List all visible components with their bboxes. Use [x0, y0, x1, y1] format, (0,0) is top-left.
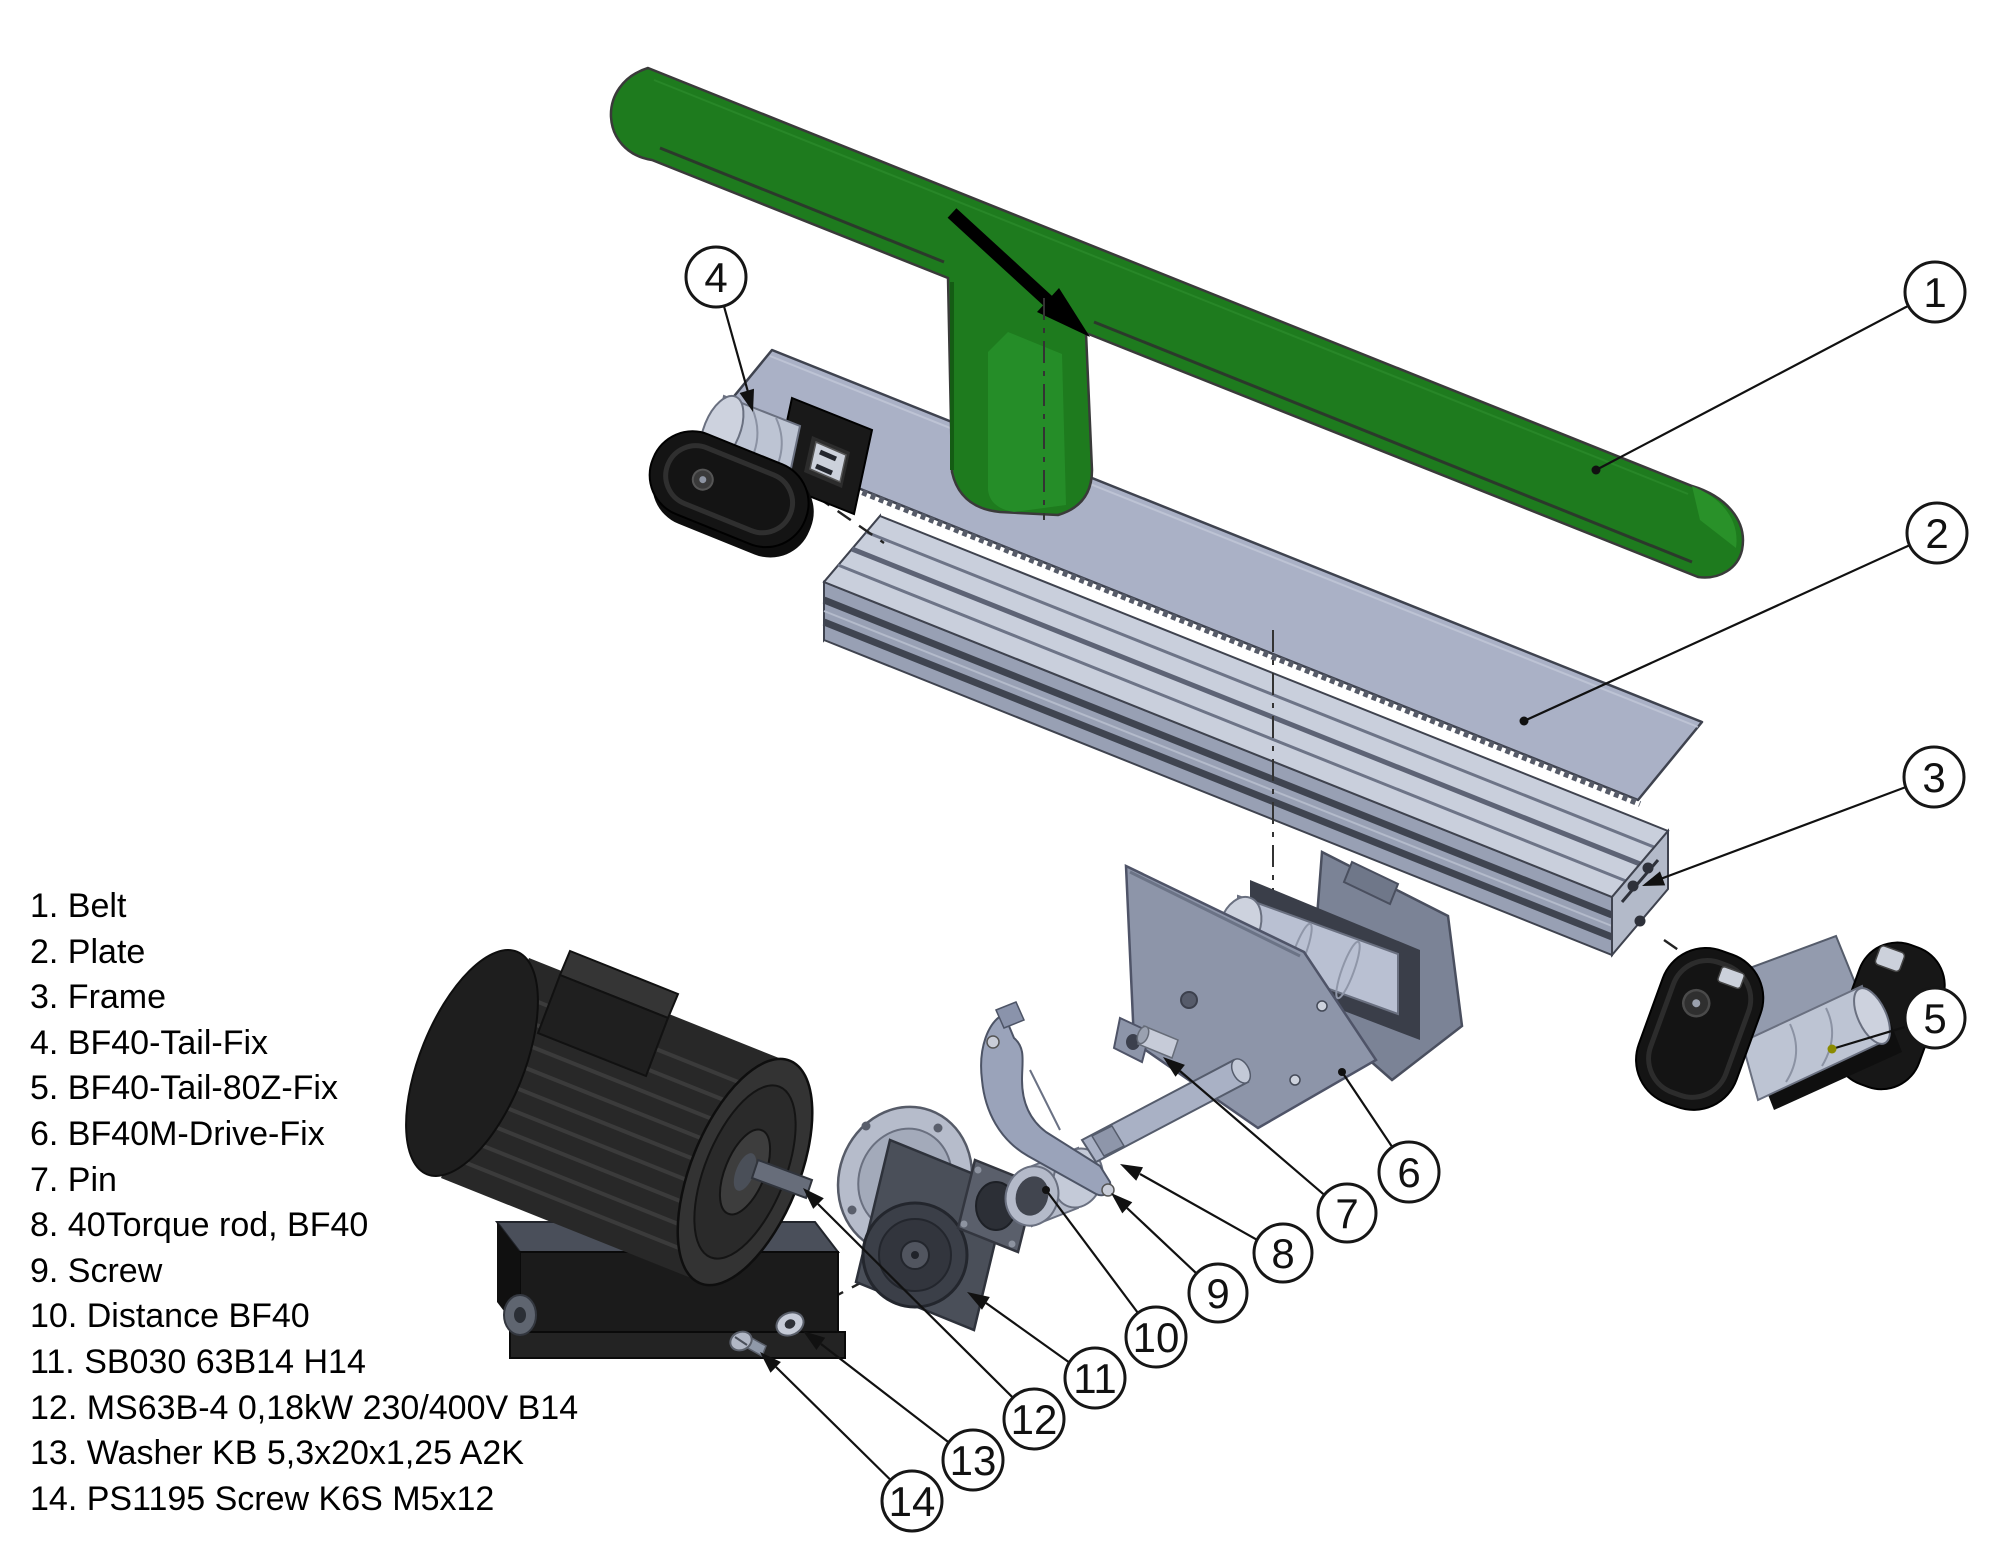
leader-1: [1591, 305, 1909, 475]
leader-6: [1338, 1068, 1394, 1148]
callout-2: 2: [1905, 501, 1969, 565]
callout-14-number: 14: [889, 1478, 936, 1525]
tail-80z-assembly: [1635, 934, 1946, 1111]
torque-rod: [980, 1001, 1252, 1197]
leader-2: [1519, 543, 1911, 726]
tail-80z-roller: [1740, 984, 1891, 1102]
leader-lines: [722, 305, 1911, 1481]
parts-list-item: 14. PS1195 Screw K6S M5x12: [30, 1479, 495, 1518]
leader-8: [1120, 1164, 1257, 1241]
tail-fix-assembly: [648, 394, 874, 558]
callout-1-number: 1: [1923, 269, 1946, 316]
callout-4: 4: [684, 245, 748, 309]
parts-list-item: 6. BF40M-Drive-Fix: [30, 1114, 325, 1153]
leader-10: [1042, 1186, 1139, 1314]
callout-1: 1: [1903, 260, 1967, 324]
callout-3: 3: [1902, 745, 1966, 809]
tail-fix-clamp-insert: [809, 440, 847, 484]
parts-list-item: 1. Belt: [30, 887, 127, 925]
belt-fold-face: [988, 332, 1066, 512]
callout-4-number: 4: [704, 254, 727, 301]
drive-fix-assembly: [1112, 850, 1464, 1130]
motor-shaft: [750, 1158, 814, 1200]
parts-list-item: 5. BF40-Tail-80Z-Fix: [30, 1069, 338, 1108]
callout-14: 14: [880, 1469, 944, 1533]
plate-serrated-edge: [710, 429, 1642, 807]
callout-3-number: 3: [1922, 754, 1945, 801]
belt-direction-arrow-icon: [947, 208, 1090, 337]
parts-list-item: 2. Plate: [30, 932, 146, 971]
tail-fix-side-plate: [648, 430, 814, 558]
motor-base: [494, 1221, 846, 1359]
callout-10: 10: [1124, 1305, 1188, 1369]
washer: [775, 1311, 805, 1337]
pin: [1136, 1025, 1179, 1059]
leader-13: [803, 1331, 950, 1444]
callout-6-number: 6: [1397, 1149, 1420, 1196]
tail-80z-left-plate: [1635, 946, 1765, 1111]
parts-list-item: 3. Frame: [30, 978, 167, 1017]
callout-5-number: 5: [1923, 995, 1946, 1042]
callout-13: 13: [941, 1428, 1005, 1492]
callout-13-number: 13: [950, 1437, 997, 1484]
frame-part: [822, 513, 1670, 958]
parts-list-item: 12. MS63B-4 0,18kW 230/400V B14: [30, 1388, 579, 1427]
parts-list-item: 13. Washer KB 5,3x20x1,25 A2K: [30, 1434, 524, 1473]
motor: [405, 949, 814, 1287]
screw: [729, 1330, 767, 1358]
callouts: 1 2 3 4 5 6 7: [684, 245, 1969, 1533]
gearbox: [854, 1138, 1037, 1332]
leader-7: [1163, 1057, 1325, 1196]
fork-screw-top: [986, 1035, 1000, 1049]
drive-fix-front-plate: [1124, 863, 1378, 1130]
callout-11-number: 11: [1073, 1355, 1117, 1402]
callout-12-number: 12: [1011, 1396, 1058, 1443]
callout-2-number: 2: [1925, 510, 1948, 557]
parts-list: 1. Belt 2. Plate 3. Frame 4. BF40-Tail-F…: [30, 884, 578, 1522]
leader-5: [1827, 1025, 1907, 1054]
parts-list-item: 7. Pin: [30, 1160, 117, 1199]
parts-list-item: 4. BF40-Tail-Fix: [30, 1023, 269, 1062]
leader-9: [1111, 1193, 1197, 1274]
callout-11: 11: [1063, 1346, 1127, 1410]
callout-7: 7: [1316, 1182, 1378, 1244]
belt-part: [609, 66, 1745, 579]
motor-front-face: [676, 1057, 814, 1287]
parts-list-item: 9. Screw: [30, 1251, 163, 1290]
leader-11: [967, 1292, 1070, 1364]
leader-3: [1642, 785, 1907, 886]
parts-list-item: 11. SB030 63B14 H14: [30, 1342, 366, 1381]
leader-4: [722, 305, 754, 412]
callout-9: 9: [1187, 1262, 1249, 1324]
callout-12: 12: [1002, 1387, 1066, 1451]
leader-14: [760, 1352, 892, 1481]
motor-assembly: [405, 949, 1252, 1359]
callout-7-number: 7: [1335, 1190, 1358, 1237]
callout-9-number: 9: [1206, 1270, 1229, 1317]
parts-list-item: 10. Distance BF40: [30, 1297, 310, 1336]
callout-6: 6: [1377, 1140, 1441, 1204]
callout-5: 5: [1903, 986, 1967, 1050]
frame-end-face: [1611, 828, 1669, 958]
callout-10-number: 10: [1133, 1314, 1180, 1361]
parts-list-item: 8. 40Torque rod, BF40: [30, 1206, 369, 1245]
callout-8-number: 8: [1271, 1230, 1294, 1277]
leader-12: [803, 1188, 1014, 1399]
callout-8: 8: [1252, 1222, 1314, 1284]
